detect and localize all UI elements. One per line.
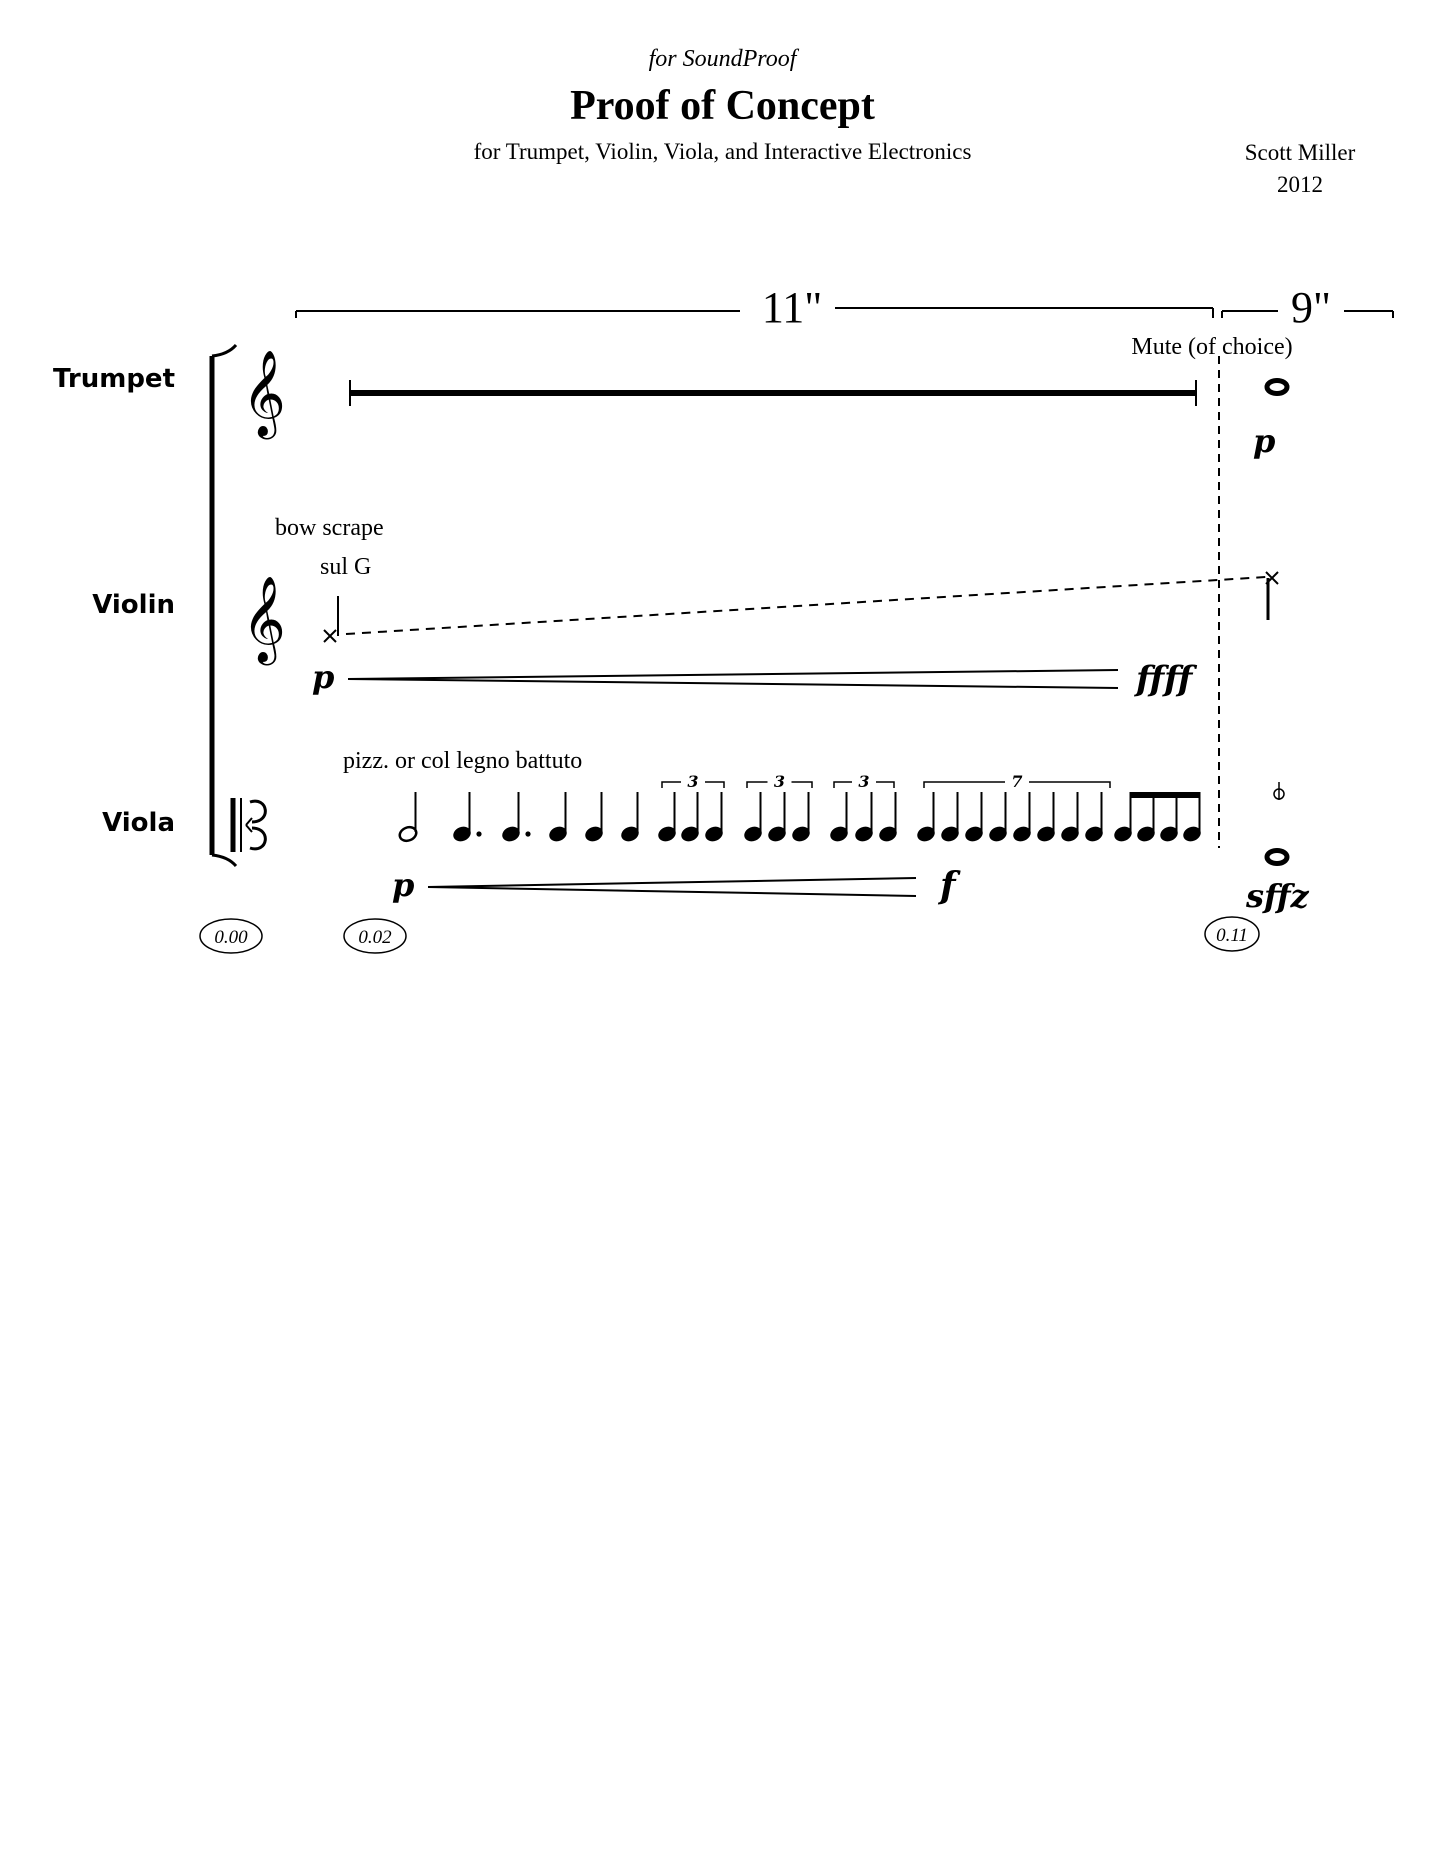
viola-note [879,792,897,842]
violin-string: sul G [320,554,371,580]
tuplet-label: 7 [1011,772,1022,791]
viola-note [1183,792,1201,842]
timepoint-marker: 0.02 [343,918,407,954]
violin-x-note [323,596,339,643]
system-bracket [209,343,238,868]
tuplet-label: 3 [687,772,698,791]
tuplet-label: 3 [858,772,869,791]
tuplet-label: 3 [774,772,785,791]
composer: Scott Miller [1244,140,1356,165]
viola-note [941,792,959,842]
duration-label-second: 9" [1291,283,1331,332]
trumpet-dynamic: p [1253,422,1275,460]
viola-dynamic-start: p [392,866,414,904]
viola-technique: pizz. or col legno battuto [343,748,582,774]
viola-dynamic-end: f [937,865,961,907]
tuplet-bracket [661,781,725,788]
violin-technique: bow scrape [275,515,384,541]
subtitle: for Trumpet, Violin, Viola, and Interact… [473,139,972,164]
year: 2012 [1277,172,1323,197]
trumpet-technique: Mute (of choice) [1131,334,1292,360]
viola-note [792,792,810,842]
instrument-label-violin: Violin [92,590,175,620]
viola-note [1013,792,1031,842]
viola-note [744,792,762,842]
viola-whole-note [1264,848,1290,866]
duration-bracket-first: 11" [295,283,1214,332]
violin-x-note-end [1265,571,1279,620]
viola-note [585,792,603,842]
violin-dynamic-start: p [312,658,334,696]
duration-bracket-second: 9" [1221,283,1394,332]
viola-note [855,792,873,842]
score-system: 11" 9" 𝄞 𝄞 Mute (of choice) p bow scrape… [199,283,1394,954]
viola-note [549,792,567,842]
viola-beam [1130,792,1200,798]
violin-dynamic-end: ffff [1134,659,1198,699]
trumpet-whole-note [1264,378,1290,396]
treble-clef-icon: 𝄞 [242,576,286,666]
alto-clef-icon [230,798,267,852]
viola-note [681,792,699,842]
viola-rhythm-sequence [398,792,1201,843]
viola-note [989,792,1007,842]
viola-note [1137,792,1155,842]
tuplet-bracket [833,781,895,788]
violin-crescendo-hairpin [347,669,1119,689]
viola-note [658,792,676,842]
timepoint-label: 0.11 [1216,925,1248,946]
viola-note [965,792,983,842]
viola-note [1114,792,1132,842]
instrument-label-trumpet: Trumpet [53,364,175,394]
tuplet-bracket [923,781,1111,788]
viola-tuplet-brackets: 3 3 3 7 [661,772,1111,791]
treble-clef-icon: 𝄞 [242,350,286,440]
tuplet-bracket [746,781,813,788]
viola-note [453,792,482,842]
viola-note [705,792,723,842]
violin-glissando-line [345,576,1267,635]
viola-note [1061,792,1079,842]
dedication: for SoundProof [648,46,797,72]
trumpet-sustain-line [349,380,1197,406]
viola-dynamic-final: sffz [1245,877,1309,915]
instrument-label-viola: Viola [102,808,175,838]
timepoint-marker: 0.00 [199,918,263,954]
viola-note [768,792,786,842]
viola-note [830,792,848,842]
viola-note [621,792,639,842]
viola-note [1037,792,1055,842]
timepoint-marker: 0.11 [1204,916,1260,952]
timepoint-label: 0.02 [358,927,392,948]
timepoint-label: 0.00 [214,927,248,948]
viola-crescendo-hairpin [427,877,917,897]
viola-harmonic-note [1273,782,1285,800]
viola-note [917,792,935,842]
duration-label-first: 11" [762,283,822,332]
viola-note [398,792,418,843]
page-title: Proof of Concept [570,83,875,129]
viola-note [1085,792,1103,842]
viola-note [502,792,531,842]
viola-note [1160,792,1178,842]
